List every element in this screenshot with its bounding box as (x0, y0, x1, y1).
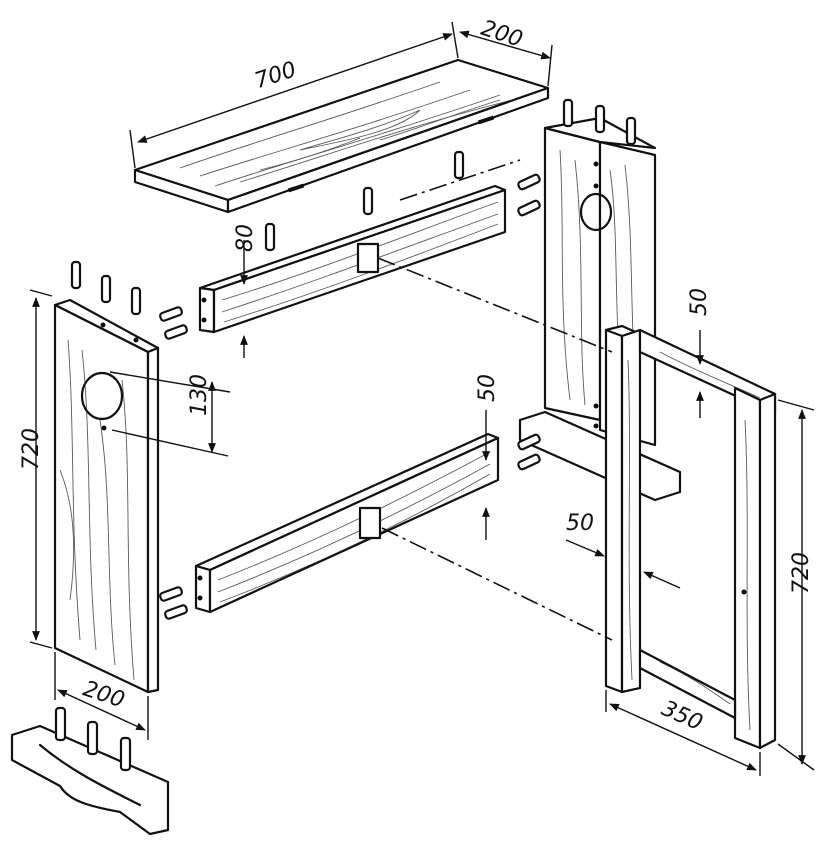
dim-label-50-rail: 50 (475, 374, 500, 402)
right-side-panel (518, 116, 682, 502)
dim-label-200-left: 200 (80, 676, 128, 713)
left-foot (10, 706, 170, 836)
dim-label-50-offset: 50 (566, 511, 594, 536)
left-side-panel (53, 298, 160, 694)
dowels-right-panel-top (517, 98, 637, 217)
dimension-upper-rail-height: 80 (233, 224, 258, 358)
upper-rail (159, 150, 507, 340)
dimension-hole-offset: 130 (109, 371, 231, 457)
dimension-frame-rail-offset: 50 (565, 511, 681, 589)
dim-label-720-left: 720 (19, 428, 44, 470)
dimension-lower-rail-height: 50 (475, 374, 500, 540)
dim-label-130: 130 (187, 374, 212, 416)
dim-label-200-top: 200 (478, 16, 526, 53)
front-frame (604, 324, 777, 750)
dim-label-720-frame: 720 (789, 552, 814, 594)
dowels-left-panel-top (70, 260, 142, 316)
dim-label-350: 350 (658, 696, 707, 736)
dimension-left-height: 720 (19, 289, 53, 649)
dim-label-50-frame: 50 (687, 288, 712, 316)
dimension-frame-rail-height: 50 (687, 288, 712, 418)
dimension-frame-height: 720 (777, 399, 815, 771)
lower-rail (159, 432, 541, 620)
center-lines (377, 159, 613, 641)
dim-label-80: 80 (233, 224, 258, 252)
